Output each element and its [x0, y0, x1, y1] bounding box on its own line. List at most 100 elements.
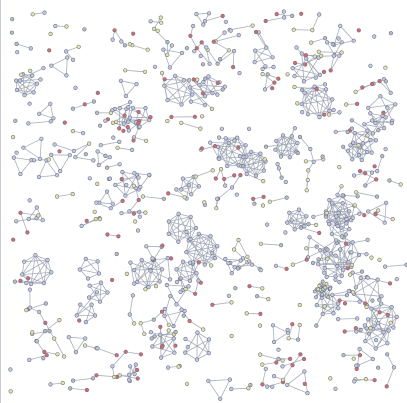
isolated-node-909 — [322, 270, 327, 275]
chain-node-656 — [165, 52, 170, 57]
cluster-edge-389 — [391, 307, 394, 328]
cluster-edge-308 — [30, 259, 48, 285]
chain-node-720 — [110, 120, 115, 125]
pair-node-537 — [169, 114, 174, 120]
spoke-node-200 — [362, 323, 368, 328]
cluster-edge-315 — [22, 274, 45, 284]
cluster-node-188 — [196, 184, 201, 189]
cluster-edge-29 — [375, 342, 388, 349]
triangle-edge-603 — [196, 12, 210, 15]
spoke-node-37 — [209, 106, 215, 111]
triangle-edge-562 — [153, 246, 163, 261]
chain-node-686 — [112, 374, 117, 380]
isolated-node-789 — [131, 31, 136, 36]
chain-node-698 — [317, 12, 322, 17]
cluster-node-102 — [356, 252, 362, 258]
cluster-node-35 — [188, 85, 193, 90]
cluster-edge-166 — [133, 269, 149, 288]
chain-node-605 — [218, 56, 223, 62]
cluster-edge-438 — [353, 293, 382, 297]
cluster-node-182 — [215, 92, 220, 97]
chain-node-748 — [215, 196, 220, 201]
triangle-node-360 — [39, 136, 44, 141]
cluster-node-194 — [379, 301, 384, 306]
triangle-node-316 — [95, 149, 100, 154]
cluster-edge-82 — [255, 50, 273, 58]
chain-node-767 — [262, 87, 268, 92]
pair-edge-709 — [229, 25, 253, 31]
isolated-node-785 — [149, 336, 154, 341]
cluster-edge-506 — [168, 216, 191, 222]
cluster-edge-294 — [184, 332, 198, 353]
cluster-edge-380 — [367, 316, 397, 320]
cluster-edge-422 — [89, 285, 108, 293]
triangle-node-367 — [226, 140, 231, 146]
chain-edge-762 — [297, 324, 301, 340]
cluster-node-183 — [202, 94, 208, 99]
isolated-node-820 — [374, 338, 379, 343]
pair-node-457 — [251, 196, 256, 201]
pair-node-526 — [43, 301, 48, 306]
chain-node-747 — [214, 206, 219, 211]
cluster-node-227 — [358, 275, 363, 281]
cluster-edge-276 — [332, 202, 350, 212]
pair-node-473 — [54, 194, 60, 199]
pair-node-474 — [70, 191, 75, 197]
chain-edge-849 — [330, 55, 340, 71]
triangle-edge-543 — [130, 262, 151, 271]
cluster-edge-434 — [360, 277, 368, 306]
cluster-edge-234 — [174, 75, 190, 81]
chain-node-769 — [260, 71, 265, 77]
chain-node-731 — [312, 54, 317, 59]
triangle-edge-588 — [28, 207, 38, 220]
cluster-edge-169 — [148, 269, 163, 288]
triangle-edge-535 — [59, 154, 71, 172]
triangle-edge-582 — [125, 83, 137, 97]
cluster-edge-202 — [350, 145, 360, 156]
triangle-edge-552 — [68, 337, 77, 353]
triangle-edge-564 — [38, 174, 58, 178]
spoke-node-131 — [160, 70, 165, 76]
cluster-edge-452 — [318, 261, 349, 265]
triangle-node-280 — [128, 260, 133, 265]
spoke-edge-228 — [342, 146, 353, 160]
triangle-edge-630 — [218, 142, 230, 160]
chain-edge-765 — [54, 144, 75, 152]
triangle-node-326 — [34, 205, 39, 210]
triangle-node-363 — [353, 285, 359, 290]
cluster-node-266 — [249, 149, 254, 154]
cluster-node-47 — [253, 48, 258, 53]
cluster-node-48 — [264, 45, 269, 50]
isolated-node-910 — [124, 182, 129, 188]
cluster-edge-317 — [21, 261, 25, 275]
triangle-edge-579 — [97, 151, 110, 158]
cluster-node-153 — [206, 351, 211, 356]
pair-edge-695 — [231, 387, 249, 390]
pair-node-454 — [274, 360, 279, 365]
pair-node-403 — [303, 159, 309, 164]
triangle-node-272 — [67, 153, 72, 158]
triangle-node-320 — [123, 93, 128, 99]
isolated-node-912 — [173, 343, 178, 348]
chain-node-740 — [247, 259, 252, 264]
cluster-node-189 — [189, 192, 194, 197]
triangle-node-290 — [66, 335, 71, 340]
spoke-edge-84 — [255, 31, 267, 48]
chain-node-750 — [178, 276, 183, 281]
chain-node-620 — [71, 148, 76, 154]
isolated-node-790 — [223, 19, 228, 24]
chain-node-752 — [193, 291, 198, 296]
pair-node-565 — [95, 346, 100, 351]
dense-node-933 — [328, 286, 333, 291]
chain-node-763 — [207, 61, 212, 66]
cluster-node-101 — [350, 240, 355, 245]
triangle-node-342 — [201, 22, 206, 27]
pair-edge-670 — [16, 217, 37, 222]
pair-node-435 — [273, 263, 279, 268]
chain-edge-850 — [330, 55, 335, 71]
isolated-node-846 — [73, 85, 78, 90]
cluster-edge-128 — [368, 103, 396, 109]
pair-node-459 — [119, 177, 124, 182]
triangle-edge-610 — [167, 258, 171, 280]
pair-edge-664 — [117, 147, 133, 151]
